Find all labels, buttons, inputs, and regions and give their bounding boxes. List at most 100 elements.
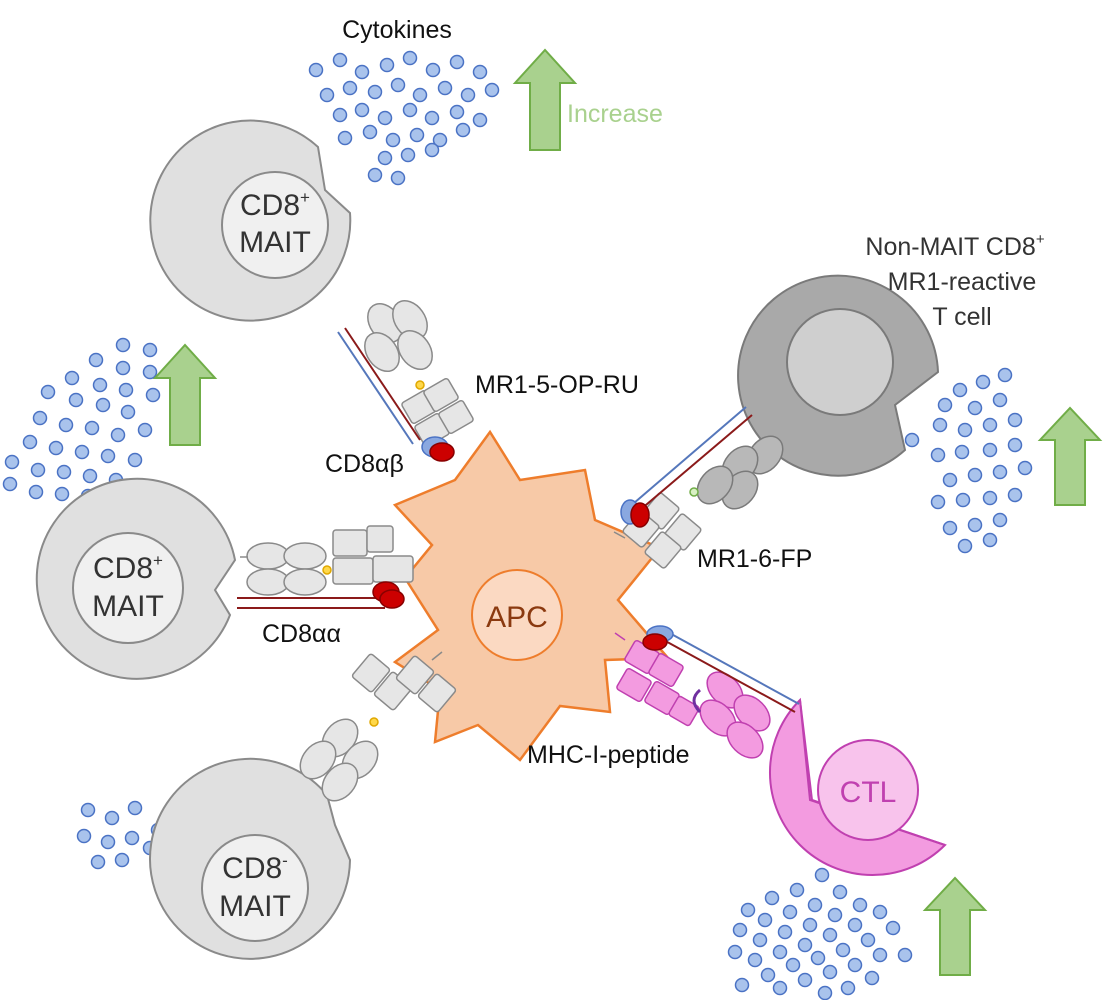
mr1-5-op-ru-label: MR1-5-OP-RU — [475, 371, 639, 399]
cytokine-dot — [402, 50, 418, 66]
cytokine-cluster-bottom-left — [76, 800, 180, 870]
cytokine-dot — [137, 422, 153, 438]
tcr-top — [364, 300, 433, 372]
increase-arrow-left — [152, 343, 218, 446]
cytokine-dot — [80, 802, 96, 818]
cytokine-dot — [120, 404, 136, 420]
cytokine-dot — [424, 142, 440, 158]
mhc-i — [616, 639, 700, 727]
cytokine-dot — [2, 476, 18, 492]
cytokine-dot — [760, 967, 776, 983]
tcr-ctl — [699, 671, 771, 759]
cytokine-dot — [982, 490, 998, 506]
increase-label: Increase — [567, 100, 663, 128]
cytokine-dot — [785, 957, 801, 973]
cd8-alpha-top — [429, 442, 455, 462]
nonmait-label-3: T cell — [932, 303, 991, 331]
cytokine-dot — [957, 538, 973, 554]
cytokine-dot — [772, 980, 788, 996]
increase-arrow-bottom — [922, 876, 988, 976]
cytokine-dot — [807, 897, 823, 913]
cytokine-dot — [449, 104, 465, 120]
cytokine-dot — [22, 434, 38, 450]
cytokine-dot — [822, 964, 838, 980]
cytokine-dot — [764, 890, 780, 906]
cytokine-dot — [379, 57, 395, 73]
cytokine-dot — [797, 972, 813, 988]
mait-bottom-label: CD8- — [222, 851, 288, 885]
cytokine-dot — [424, 110, 440, 126]
cytokine-dot — [937, 397, 953, 413]
cytokine-dot — [872, 947, 888, 963]
cytokine-dot — [840, 980, 856, 996]
cd8ab-top-line-blue — [337, 331, 414, 445]
cytokine-dot — [930, 494, 946, 510]
increase-arrow-right — [1037, 406, 1103, 506]
cytokine-dot — [752, 932, 768, 948]
cytokine-dot — [142, 342, 158, 358]
cytokine-dot — [975, 374, 991, 390]
cytokine-dot — [1017, 460, 1033, 476]
tcr-bottom — [299, 718, 379, 802]
cytokine-dot — [772, 944, 788, 960]
mr1-6-fp-label: MR1-6-FP — [697, 545, 812, 573]
cytokine-dot — [115, 360, 131, 376]
mhc-peptide-label: MHC-I-peptide — [527, 741, 690, 769]
cytokine-dot — [782, 904, 798, 920]
mhc-i-stem — [614, 632, 626, 641]
cytokine-dot — [864, 970, 880, 986]
cytokine-dot — [955, 492, 971, 508]
ctl-cell-mask — [799, 699, 946, 846]
cytokine-dot — [432, 132, 448, 148]
cytokine-dot — [409, 127, 425, 143]
cytokine-dot — [64, 370, 80, 386]
cytokine-dot — [354, 102, 370, 118]
cytokine-dot — [90, 854, 106, 870]
cytokine-dot — [100, 448, 116, 464]
cytokine-dot — [390, 77, 406, 93]
cytokine-dot — [110, 427, 126, 443]
cytokine-dot — [832, 884, 848, 900]
cytokine-dot — [40, 384, 56, 400]
cytokine-dot — [802, 917, 818, 933]
cytokine-dot — [1007, 412, 1023, 428]
cytokine-dot — [58, 417, 74, 433]
cytokine-dot — [127, 452, 143, 468]
cytokine-dot — [727, 944, 743, 960]
cytokine-dot — [56, 464, 72, 480]
cytokine-dot — [142, 364, 158, 380]
ligand-5-op-ru — [415, 380, 425, 390]
ctl-cell — [768, 697, 947, 877]
cd8ab-right-line-red — [639, 414, 753, 511]
cytokine-dot — [992, 392, 1008, 408]
cytokine-dot — [115, 337, 131, 353]
cytokine-dot — [4, 454, 20, 470]
cytokine-dot — [932, 417, 948, 433]
cytokine-dot — [822, 927, 838, 943]
cytokine-dot — [814, 867, 830, 883]
cytokine-dot — [74, 444, 90, 460]
tcr-left — [246, 542, 327, 596]
cytokine-dot — [885, 920, 901, 936]
cytokine-dot — [124, 830, 140, 846]
mait-left-label: CD8+ — [93, 551, 163, 585]
cytokine-dot — [930, 447, 946, 463]
cd8aa-label: CD8αα — [262, 620, 341, 648]
cytokine-dot — [967, 467, 983, 483]
cytokine-dot — [30, 462, 46, 478]
cytokine-dot — [954, 444, 970, 460]
cytokine-dot — [84, 420, 100, 436]
cytokine-dot — [76, 828, 92, 844]
mait-bottom-nucleus — [201, 834, 309, 942]
mr1-bottom-stem — [431, 651, 443, 661]
mr1-left — [332, 525, 414, 585]
cytokine-dot — [872, 904, 888, 920]
cytokine-dot — [332, 52, 348, 68]
cytokine-dot — [789, 882, 805, 898]
mhc-peptide — [692, 688, 702, 714]
nonmait-label-1: Non-MAIT CD8+ — [865, 231, 1044, 261]
cytokine-dot — [777, 924, 793, 940]
cytokine-dot — [68, 392, 84, 408]
cytokine-dot — [385, 132, 401, 148]
cytokine-dot — [472, 112, 488, 128]
